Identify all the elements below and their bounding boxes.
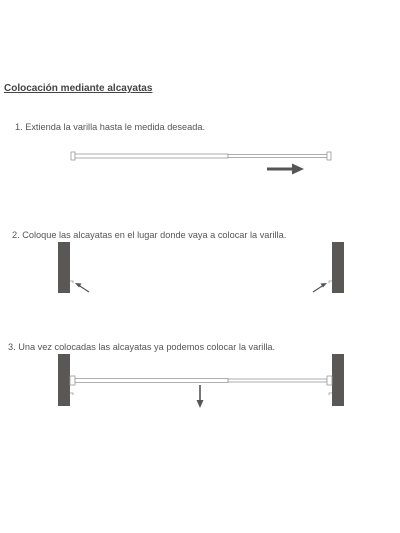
extendable-rod <box>69 375 333 386</box>
hook-left <box>70 392 74 395</box>
arrow-diagonal-icon <box>75 283 90 293</box>
rod-outer-tube <box>74 153 229 159</box>
step-2-figure <box>58 242 344 293</box>
arrow-right-icon <box>267 163 304 175</box>
rod-outer-tube <box>74 378 229 383</box>
rod-end-cap-left <box>69 375 76 386</box>
rod-end-cap-left <box>70 151 76 161</box>
rod-inner-tube <box>227 378 328 383</box>
document-title: Colocación mediante alcayatas <box>4 83 153 94</box>
wall-left <box>58 242 70 293</box>
wall-left <box>58 354 70 406</box>
step-1-figure <box>70 151 332 175</box>
hook-right <box>328 392 332 395</box>
step-2-text: 2. Coloque las alcayatas en el lugar don… <box>12 230 287 240</box>
hook-left <box>70 280 74 283</box>
wall-right <box>332 242 344 293</box>
wall-right <box>332 354 344 406</box>
step-1-text: 1. Extienda la varilla hasta le medida d… <box>15 122 205 132</box>
rod-end-cap-right <box>326 375 333 386</box>
step-3-text: 3. Una vez colocadas las alcayatas ya po… <box>8 342 276 352</box>
rod-inner-tube <box>227 154 328 158</box>
rod-end-cap-right <box>326 151 332 161</box>
step-3-figure <box>58 354 344 408</box>
extendable-rod <box>70 151 332 161</box>
hook-right <box>328 280 332 283</box>
arrow-down-icon <box>196 385 204 408</box>
arrow-diagonal-icon <box>312 283 327 293</box>
